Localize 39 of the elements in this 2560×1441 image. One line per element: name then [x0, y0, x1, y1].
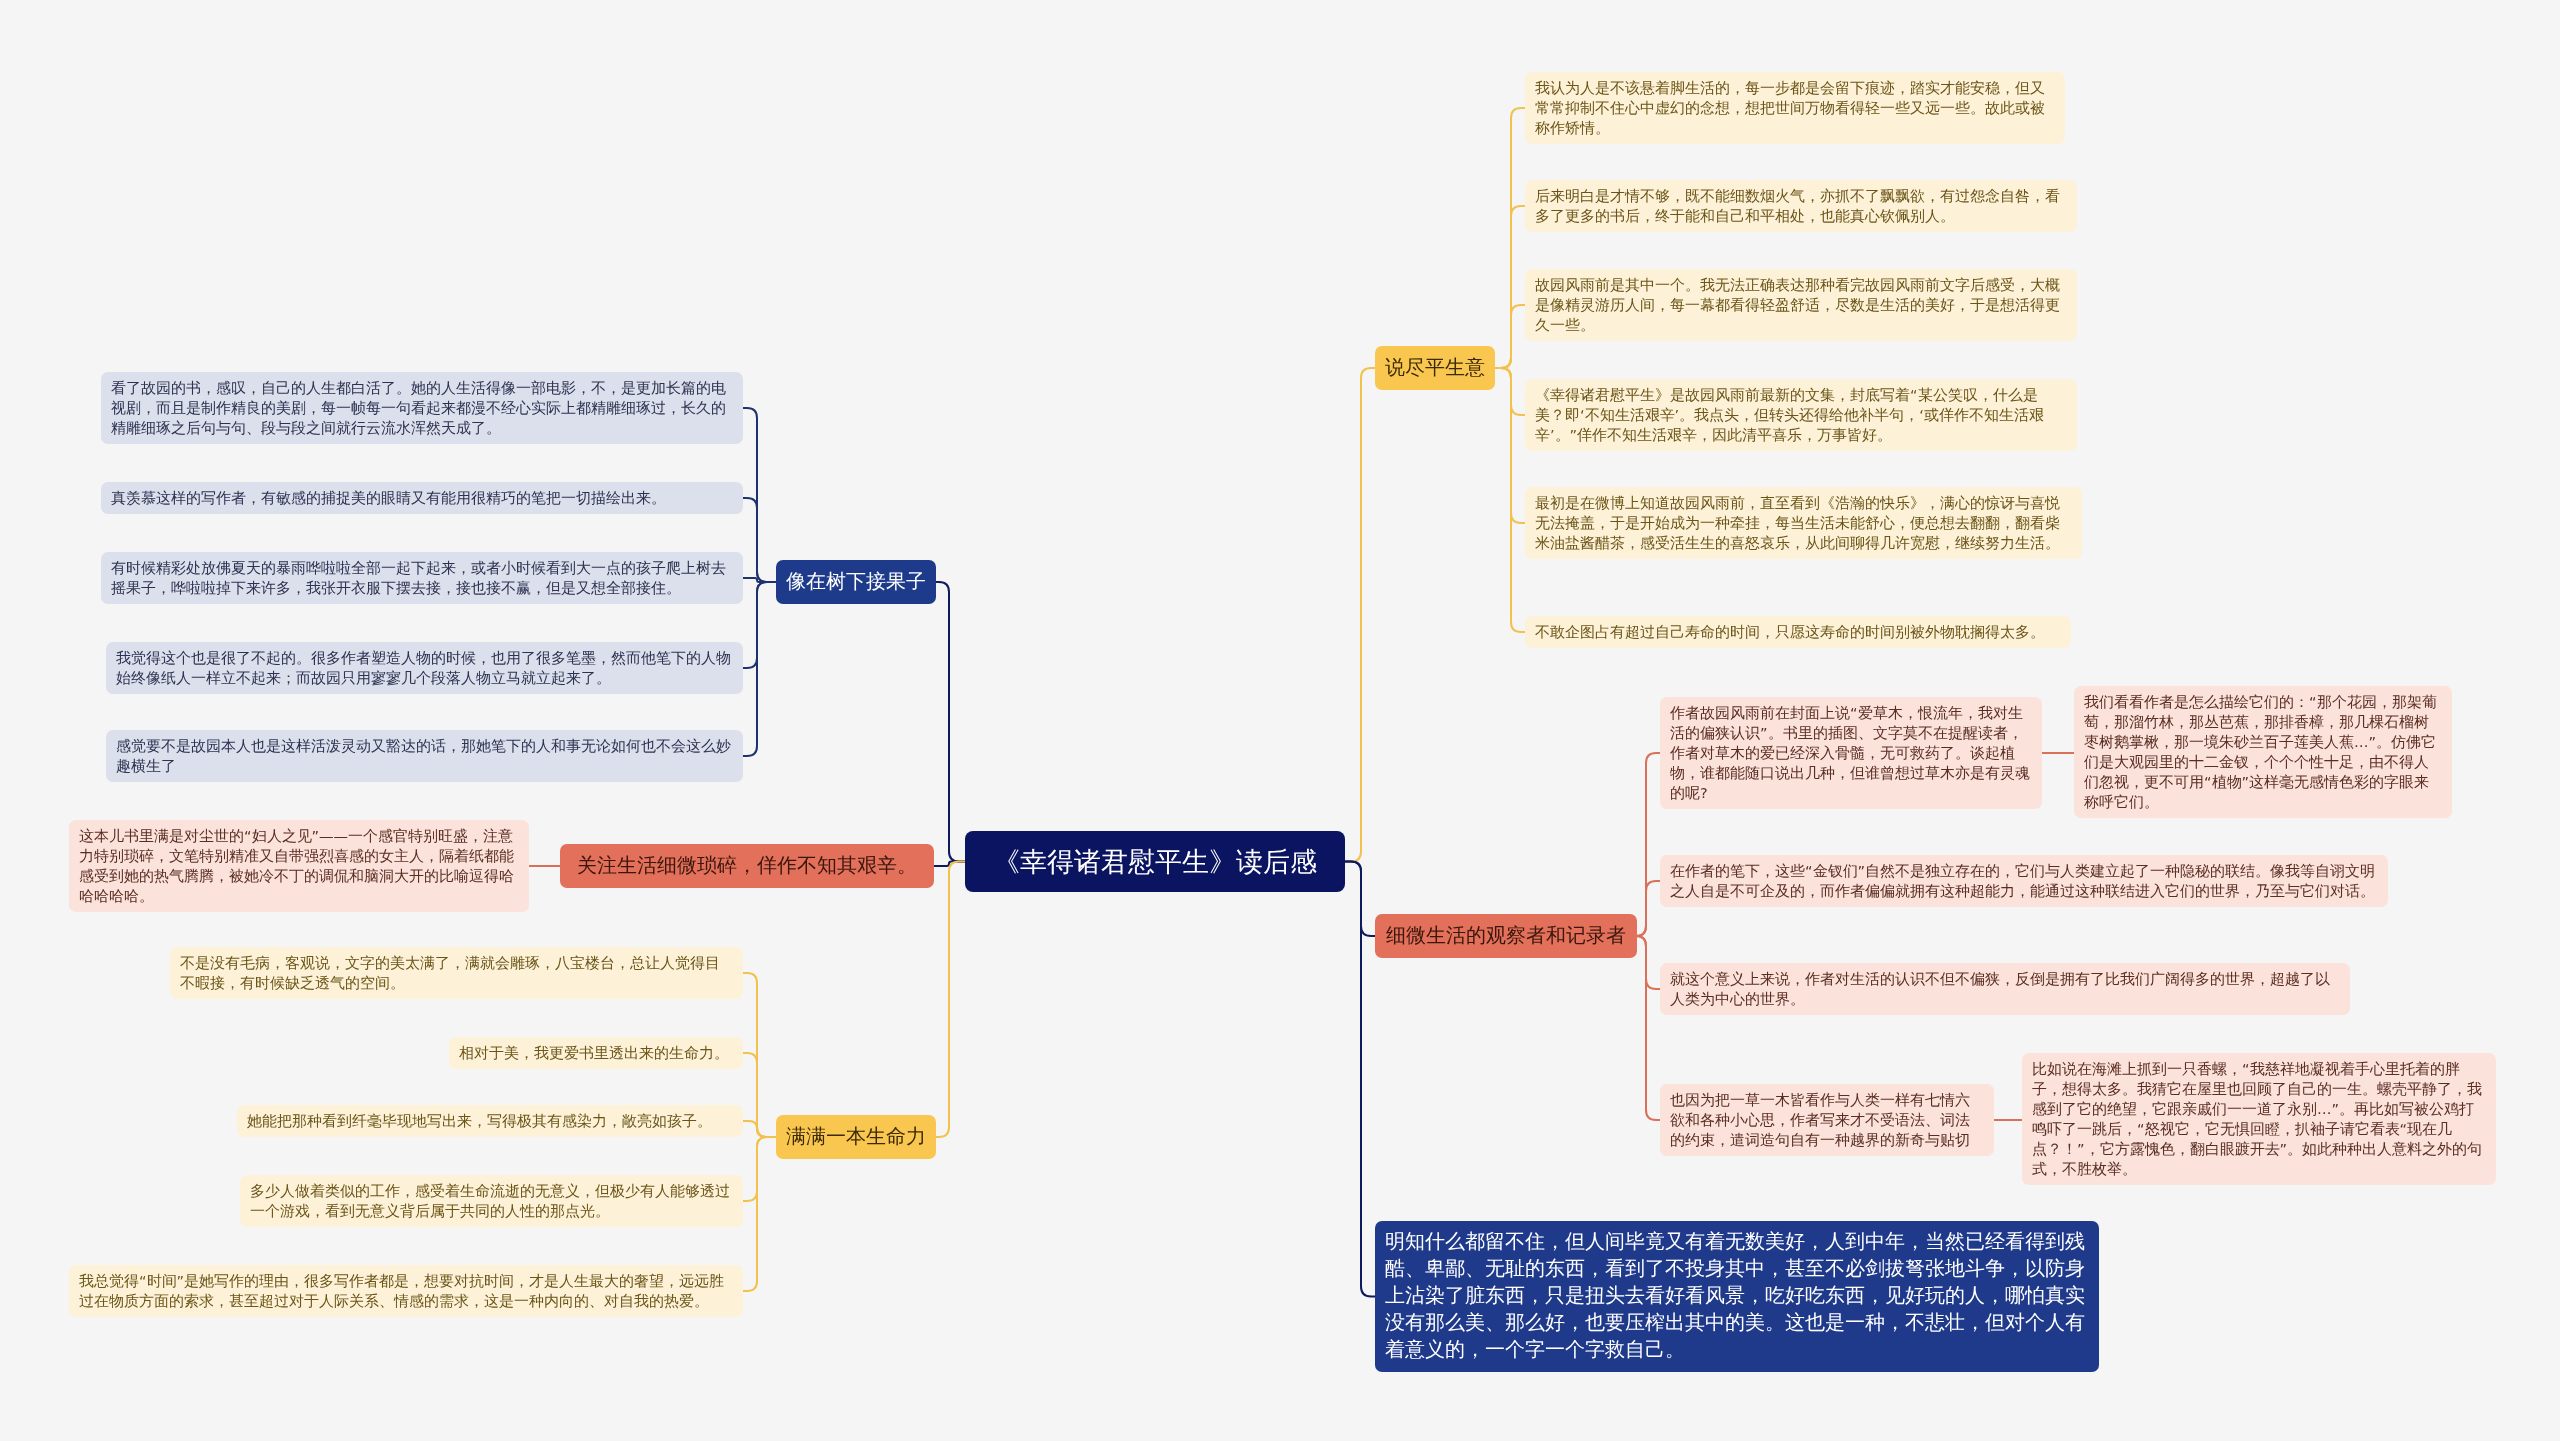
connector-line	[528, 865, 561, 867]
note-card: 后来明白是才情不够，既不能细数烟火气，亦抓不了飘飘欲，有过怨念自咎，看多了更多的书后，终于能和自己和平相处，也能真心钦佩别人。	[1525, 180, 2077, 232]
branch-topic: 细微生活的观察者和记录者	[1375, 914, 1637, 958]
connector-line	[742, 581, 777, 757]
note-card: 不敢企图占有超过自己寿命的时间，只愿这寿命的时间别被外物耽搁得太多。	[1525, 616, 2071, 648]
note-card: 作者故园风雨前在封面上说“爱草木，恨流年，我对生活的偏狭认识”。书里的插图、文字莫不在提醒读者，作者对草木的爱已经深入骨髓，无可救药了。谈起植物，谁都能随口说出几种，但谁曾想过草木亦是有灵魂的呢?	[1660, 697, 2042, 809]
note-card: 明知什么都留不住，但人间毕竟又有着无数美好，人到中年，当然已经看得到残酷、卑鄙、无耻的东西，看到了不投身其中，甚至不必剑拔弩张地斗争，以防身上沾染了脏东西，只是扭头去看好看风景，吃好吃东西，见好玩的人，哪怕真实没有那么美、那么好，也要压榨出其中的美。这也是一种，不悲壮，但对个人有着意义的，一个字一个字救自己。	[1375, 1221, 2099, 1372]
note-card: 相对于美，我更爱书里透出来的生命力。	[449, 1037, 743, 1069]
note-card: 在作者的笔下，这些“金钗们”自然不是独立存在的，它们与人类建立起了一种隐秘的联结。像我等自诩文明之人自是不可企及的，而作者偏偏就拥有这种超能力，能通过这种联结进入它们的世界，乃至与它们对话。	[1660, 855, 2388, 907]
note-card: 我认为人是不该悬着脚生活的，每一步都是会留下痕迹，踏实才能安稳，但又常常抑制不住心中虚幻的念想，想把世间万物看得轻一些又远一些。故此或被称作矫情。	[1525, 72, 2065, 144]
connector-line	[1993, 1119, 2023, 1121]
note-card: 我们看看作者是怎么描绘它们的：“那个花园，那架葡萄，那溜竹林，那丛芭蕉，那排香樟，那几棵石榴树枣树鹅掌楸，那一境朱砂兰百子莲美人蕉…”。仿佛它们是大观园里的十二金钗，个个个性十足，由不得人们忽视，更不可用“植物”这样毫无感情色彩的字眼来称呼它们。	[2074, 686, 2452, 818]
note-card: 感觉要不是故园本人也是这样活泼灵动又豁达的话，那她笔下的人和事无论如何也不会这么妙趣横生了	[106, 730, 743, 782]
connector-line	[1344, 860, 1376, 1298]
note-card: 我总觉得“时间”是她写作的理由，很多写作者都是，想要对抗时间，才是人生最大的奢望，远远胜过在物质方面的索求，甚至超过对于人际关系、情感的需求，这是一种内向的、对自我的热爱。	[69, 1265, 743, 1317]
branch-topic: 说尽平生意	[1375, 346, 1495, 390]
connector-line	[2041, 752, 2075, 754]
note-card: 就这个意义上来说，作者对生活的认识不但不偏狭，反倒是拥有了比我们广阔得多的世界，超越了以人类为中心的世界。	[1660, 963, 2350, 1015]
note-card: 有时候精彩处放佛夏天的暴雨哗啦啦全部一起下起来，或者小时候看到大一点的孩子爬上树去摇果子，哗啦啦掉下来许多，我张开衣服下摆去接，接也接不赢，但是又想全部接住。	[101, 552, 743, 604]
note-card: 看了故园的书，感叹，自己的人生都白活了。她的人生活得像一部电影，不，是更加长篇的电视剧，而且是制作精良的美剧，每一帧每一句看起来都漫不经心实际上都精雕细琢过，长久的精雕细琢之后句与句、段与段之间就行云流水浑然天成了。	[101, 372, 743, 444]
connector-line	[742, 1136, 777, 1292]
connector-line	[935, 860, 966, 1138]
connector-line	[1635, 935, 1661, 1121]
note-card: 她能把那种看到纤毫毕现地写出来，写得极其有感染力，敞亮如孩子。	[237, 1105, 743, 1137]
connector-line	[1494, 367, 1526, 633]
note-card: 也因为把一草一木皆看作与人类一样有七情六欲和各种小心思，作者写来才不受语法、词法的约束，遣词造句自有一种越界的新奇与贴切	[1660, 1084, 1994, 1156]
note-card: 真羡慕这样的写作者，有敏感的捕捉美的眼睛又有能用很精巧的笔把一切描绘出来。	[101, 482, 743, 514]
note-card: 这本儿书里满是对尘世的“妇人之见”——一个感官特别旺盛，注意力特别琐碎，文笔特别精准又自带强烈喜感的女主人，隔着纸都能感受到她的热气腾腾，被她冷不丁的调侃和脑洞大开的比喻逗得哈哈哈哈哈。	[69, 820, 529, 912]
note-card: 《幸得诸君慰平生》是故园风雨前最新的文集，封底写着“某公笑叹，什么是美？即‘不知生活艰辛’。我点头，但转头还得给他补半句，‘或佯作不知生活艰辛’。”佯作不知生活艰辛，因此清平喜乐，万事皆好。	[1525, 379, 2077, 451]
note-card: 故园风雨前是其中一个。我无法正确表达那种看完故园风雨前文字后感受，大概是像精灵游历人间，每一幕都看得轻盈舒适，尽数是生活的美好，于是想活得更久一些。	[1525, 269, 2077, 341]
branch-topic: 满满一本生命力	[776, 1115, 936, 1159]
note-card: 不是没有毛病，客观说，文字的美太满了，满就会雕琢，八宝楼台，总让人觉得目不暇接，有时候缺乏透气的空间。	[170, 947, 743, 999]
branch-topic: 像在树下接果子	[776, 560, 936, 604]
note-card: 我觉得这个也是很了不起的。很多作者塑造人物的时候，也用了很多笔墨，然而他笔下的人物始终像纸人一样立不起来；而故园只用寥寥几个段落人物立马就立起来了。	[106, 642, 743, 694]
note-card: 多少人做着类似的工作，感受着生命流逝的无意义，但极少有人能够透过一个游戏，看到无意义背后属于共同的人性的那点光。	[240, 1175, 743, 1227]
branch-topic: 关注生活细微琐碎，佯作不知其艰辛。	[560, 844, 934, 888]
note-card: 最初是在微博上知道故园风雨前，直至看到《浩瀚的快乐》，满心的惊讶与喜悦无法掩盖，于是开始成为一种牵挂，每当生活未能舒心，便总想去翻翻，翻看柴米油盐酱醋茶，感受活生生的喜怒哀乐，从此间聊得几许宽慰，继续努力生活。	[1525, 487, 2082, 559]
central-topic: 《幸得诸君慰平生》读后感	[965, 831, 1345, 893]
note-card: 比如说在海滩上抓到一只香螺，“我慈祥地凝视着手心里托着的胖子，想得太多。我猜它在屋里也回顾了自己的一生。螺壳平静了，我感到了它的绝望，它跟亲戚们一一道了永别…”。再比如写被公鸡打鸣吓了一跳后，“怒视它，它无惧回瞪，扒袖子请它看表“现在几点？！”，它方露愧色，翻白眼踱开去”。如此种种出人意料之外的句式，不胜枚举。	[2022, 1053, 2496, 1185]
